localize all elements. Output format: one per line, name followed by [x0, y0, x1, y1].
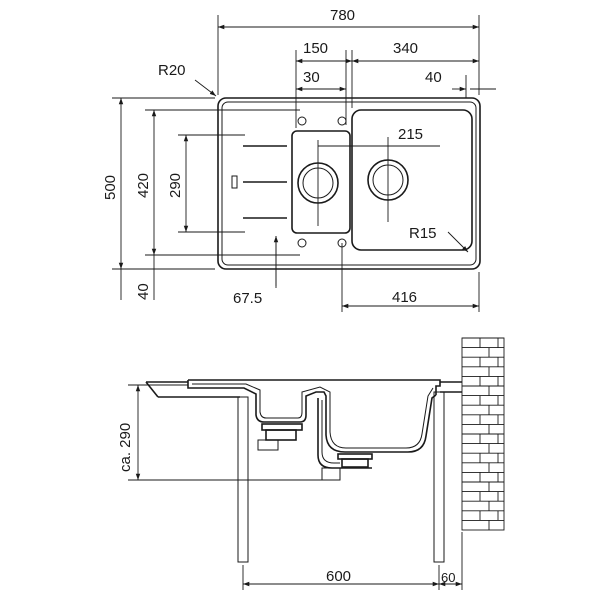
dim-corner-radius-outer: R20: [158, 62, 186, 79]
dim-bowl-to-edge: 416: [392, 289, 417, 306]
main-bowl-waste: [317, 398, 373, 481]
sink-outline: [217, 97, 481, 270]
dim-bowl-offset: 150: [303, 40, 328, 57]
sink-section-profile: [187, 379, 441, 453]
dim-cabinet-width: 600: [326, 568, 351, 585]
small-bowl: [291, 130, 351, 234]
drainer-grooves: [231, 145, 287, 219]
main-bowl: [351, 109, 473, 251]
dim-installation-depth: ca. 290: [117, 423, 134, 472]
small-bowl-waste: [257, 423, 303, 451]
plan-extension-lines: [217, 15, 480, 312]
tap-holes: [297, 116, 347, 248]
plan-dimension-lines: [118, 24, 496, 309]
dim-wall-gap: 60: [441, 570, 455, 585]
dim-bowl-width: 340: [393, 40, 418, 57]
sink-inner-rim: [221, 101, 477, 266]
dim-drainer-depth: 290: [167, 173, 184, 198]
plan-horizontal-extensions: [112, 97, 300, 270]
dim-right-margin: 40: [425, 69, 442, 86]
dim-bowl-depth: 420: [135, 173, 152, 198]
section-view: ca. 290 600 60: [117, 337, 505, 590]
dim-overall-depth: 500: [102, 175, 119, 200]
dim-bowl-centers: 215: [398, 126, 423, 143]
section-dimension-lines: [128, 384, 463, 590]
brick-wall: [461, 337, 505, 531]
dim-drain-offset: 67.5: [233, 290, 262, 307]
dim-front-margin: 40: [135, 283, 152, 300]
plan-view: 780 150 340 30 40 R20 215 R15 500 420 29…: [102, 7, 496, 312]
dim-overall-width: 780: [330, 7, 355, 24]
cabinet-walls: [237, 391, 445, 563]
dim-hole-offset: 30: [303, 69, 320, 86]
dim-inner-radius: R15: [409, 225, 437, 242]
